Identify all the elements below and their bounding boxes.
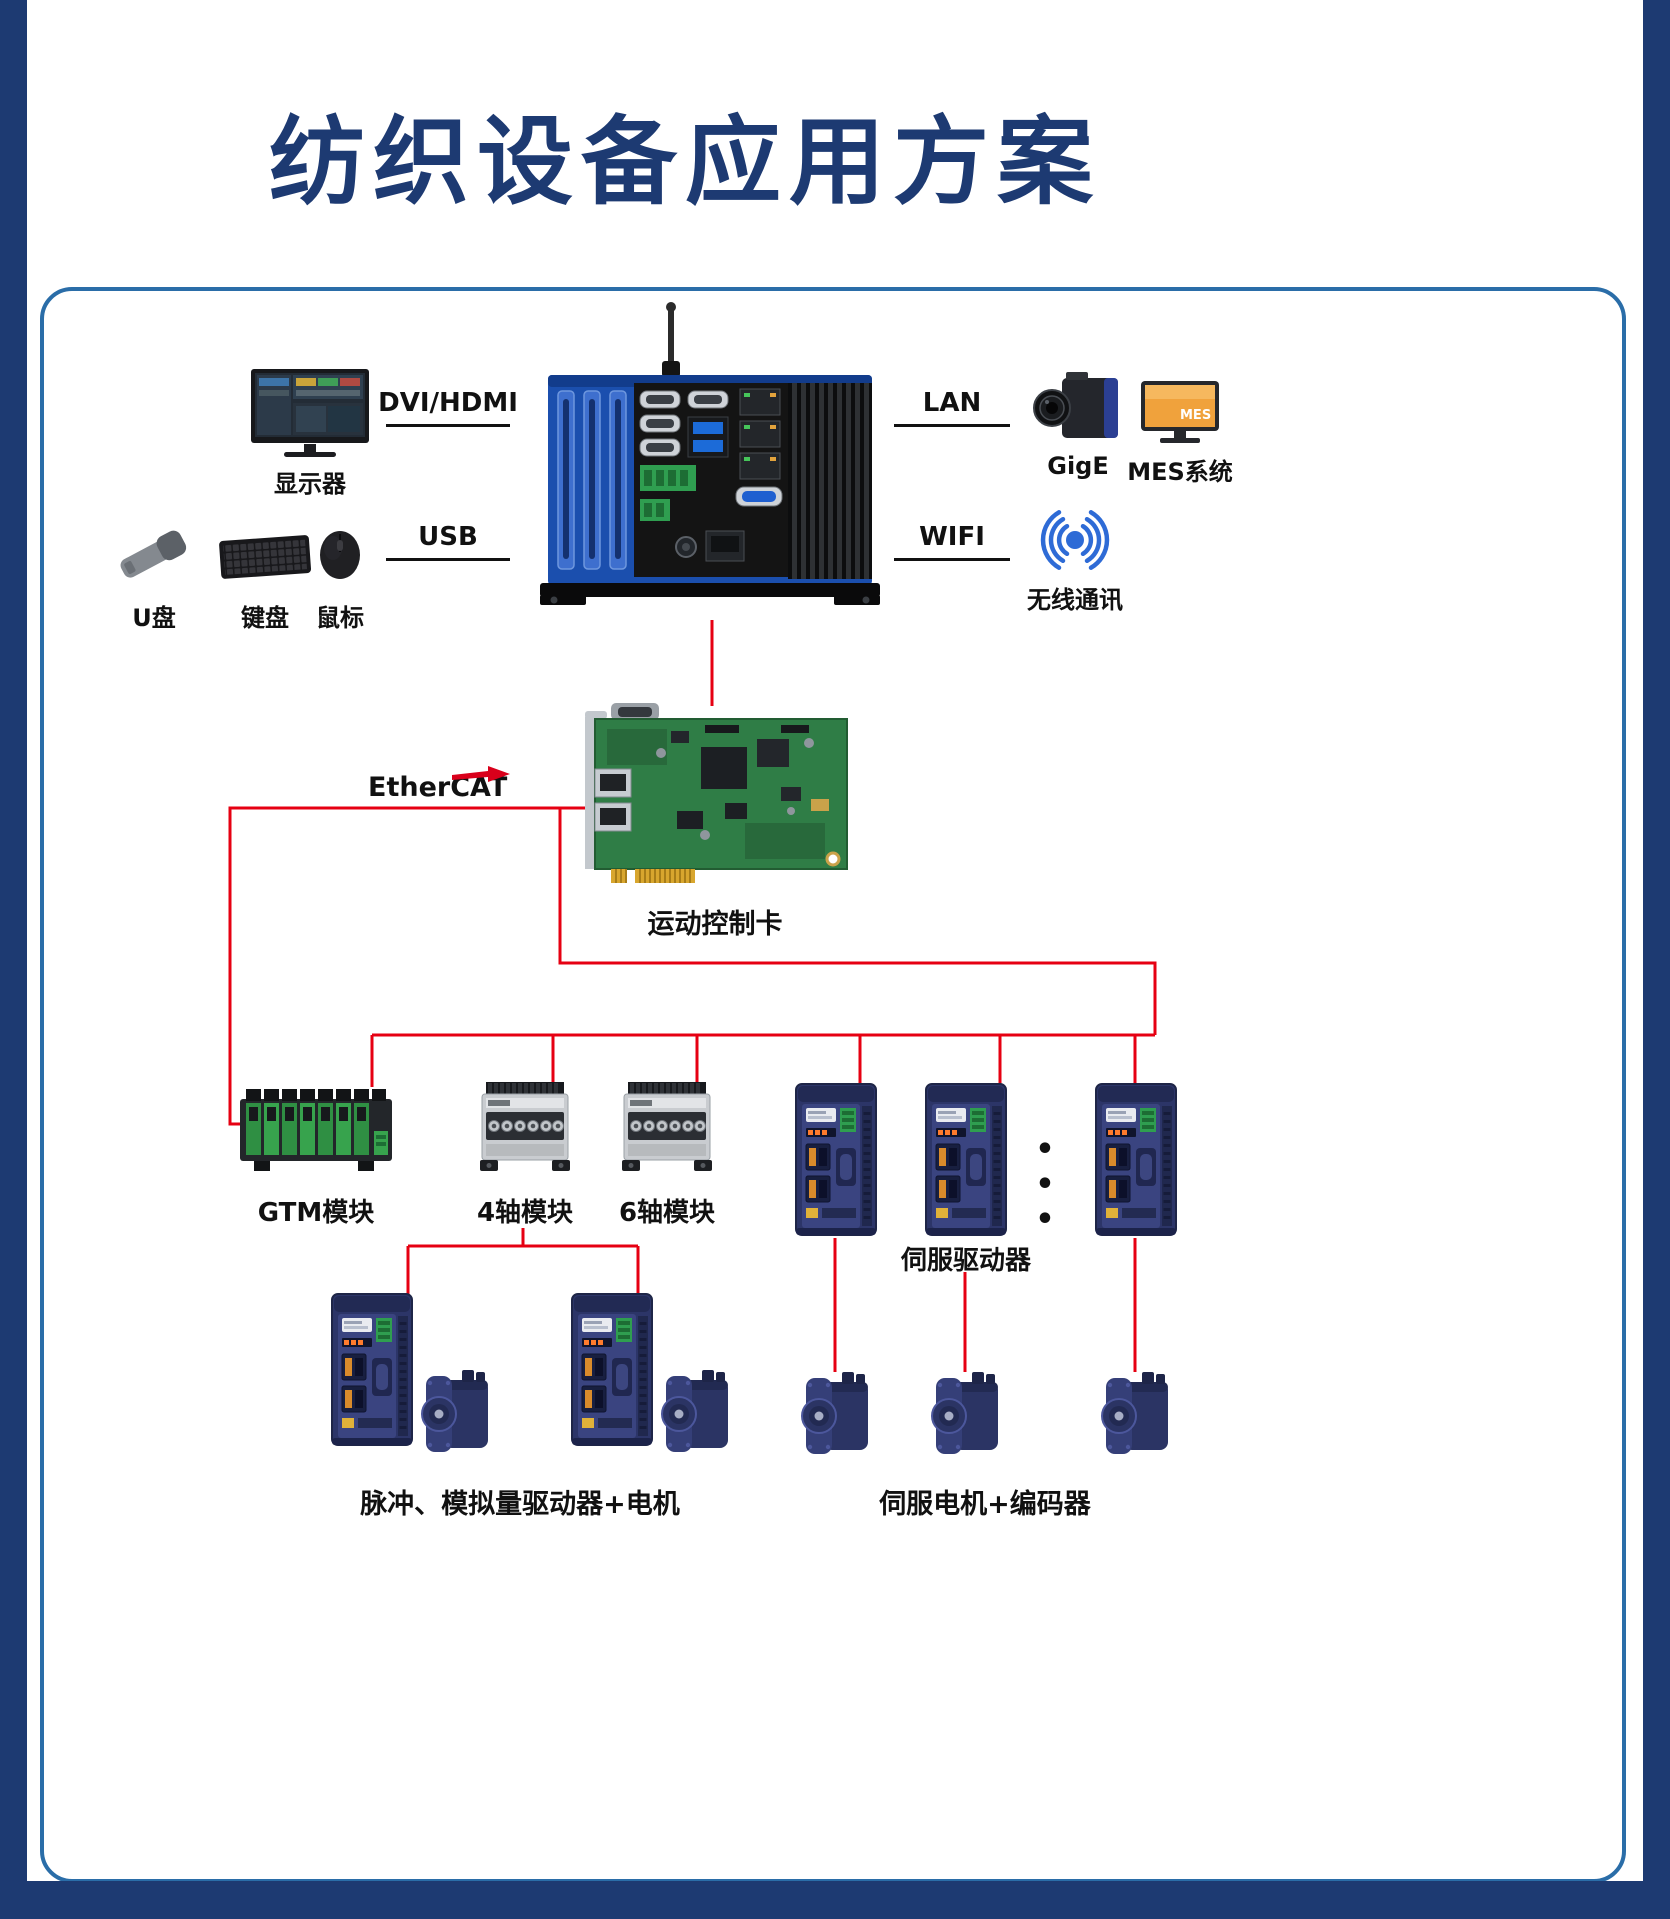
right-edge-bar — [1643, 0, 1670, 1919]
wifi-line — [894, 558, 1010, 561]
wifi-label: WIFI — [919, 522, 985, 552]
gtm-module-icon — [240, 1089, 392, 1171]
servo-motor-2 — [928, 1370, 1002, 1466]
dvi-hdmi-line — [386, 424, 510, 427]
servo-motor-icon — [798, 1370, 872, 1462]
servo-motor-icon — [658, 1368, 732, 1460]
gtm-module-label: GTM模块 — [257, 1198, 375, 1228]
usb-drive — [112, 520, 198, 590]
servo-drive-icon — [570, 1292, 654, 1447]
servo-driver-1 — [794, 1082, 878, 1241]
servo-motor-label: 伺服电机+编码器 — [879, 1489, 1091, 1520]
industrial-pc — [540, 295, 880, 629]
servo-motor-3 — [1098, 1370, 1172, 1466]
pulse-analog-label: 脉冲、模拟量驱动器+电机 — [360, 1489, 680, 1520]
servo-motor-icon — [928, 1370, 1002, 1462]
servo-driver-3 — [1094, 1082, 1178, 1241]
wireless-label: 无线通讯 — [1027, 586, 1123, 614]
mes-monitor: MES — [1140, 380, 1220, 450]
pulse-motor-1 — [418, 1368, 492, 1464]
camera-label: GigE — [1047, 452, 1109, 480]
pulse-motor-2 — [658, 1368, 732, 1464]
axis-module-icon — [478, 1080, 572, 1174]
mouse-icon — [320, 531, 360, 579]
wifi-signal-icon — [1040, 510, 1110, 570]
wireless-signal — [1025, 505, 1125, 579]
servo-driver-2 — [924, 1082, 1008, 1241]
servo-motor-icon — [1098, 1370, 1172, 1462]
ellipsis: • • • — [1035, 1132, 1069, 1237]
servo-motor-1 — [798, 1370, 872, 1466]
servo-motor-icon — [418, 1368, 492, 1460]
usb-line — [386, 558, 510, 561]
mes-monitor-icon — [1141, 381, 1219, 443]
pulse-driver-1 — [330, 1292, 414, 1451]
page-title: 纺织设备应用方案 — [269, 106, 1101, 218]
gige-camera — [1032, 372, 1124, 448]
motion-control-card-icon — [585, 703, 848, 883]
servo-drive-icon — [794, 1082, 878, 1237]
mouse-label: 鼠标 — [316, 604, 364, 632]
bottom-edge-bar — [0, 1881, 1670, 1919]
ethercat-logo: EtherCAT — [368, 766, 518, 812]
dvi-hdmi-label: DVI/HDMI — [378, 388, 518, 418]
usb-label: USB — [418, 522, 478, 552]
usb-drive-label: U盘 — [132, 604, 176, 632]
pulse-driver-2 — [570, 1292, 654, 1451]
axis4-module — [478, 1080, 572, 1178]
mes-screen-text: MES — [1180, 408, 1212, 423]
ethercat-arrow-icon — [452, 766, 510, 782]
keyboard-icon — [219, 535, 312, 579]
lan-line — [894, 424, 1010, 427]
keyboard — [218, 526, 312, 588]
monitor-icon — [251, 369, 369, 457]
gtm-module — [240, 1085, 392, 1179]
servo-driver-label: 伺服驱动器 — [900, 1246, 1031, 1276]
camera-icon — [1033, 372, 1118, 438]
motion-control-card — [585, 703, 855, 899]
left-edge-bar — [0, 0, 27, 1919]
axis6-module — [620, 1080, 714, 1178]
servo-drive-icon — [330, 1292, 414, 1447]
servo-drive-icon — [924, 1082, 1008, 1237]
lan-label: LAN — [922, 388, 982, 418]
mouse — [314, 524, 366, 586]
usb-drive-icon — [120, 530, 187, 578]
axis-module-icon — [620, 1080, 714, 1174]
industrial-pc-icon — [540, 302, 880, 605]
monitor — [250, 368, 370, 464]
servo-drive-icon — [1094, 1082, 1178, 1237]
keyboard-label: 键盘 — [241, 604, 289, 632]
motion-card-label: 运动控制卡 — [647, 909, 783, 940]
axis4-module-label: 4轴模块 — [476, 1198, 574, 1228]
axis6-module-label: 6轴模块 — [618, 1198, 716, 1228]
monitor-label: 显示器 — [274, 470, 346, 498]
mes-system-label: MES系统 — [1127, 458, 1233, 486]
